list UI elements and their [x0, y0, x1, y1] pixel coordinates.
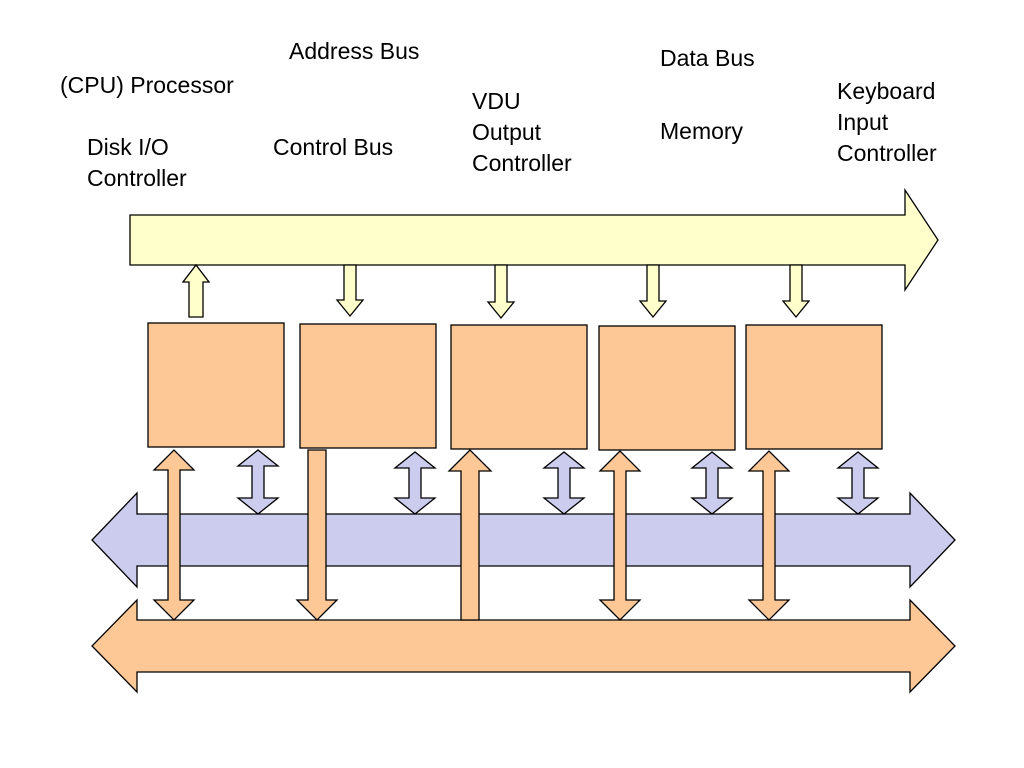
keyboard-label: Keyboard Input Controller — [837, 78, 937, 166]
cpu-box — [147, 322, 285, 448]
address-arrow-up-cpu — [181, 263, 211, 318]
data-arrow-memory — [598, 450, 642, 621]
address-arrow-down-disk — [335, 264, 365, 318]
data-bus-label: Data Bus — [660, 45, 755, 71]
control-arrow-keyboard — [836, 451, 880, 515]
vdu-box — [450, 324, 588, 450]
address-arrow-down-memory — [638, 264, 668, 319]
control-arrow-memory — [690, 451, 734, 515]
control-arrow-cpu — [236, 449, 280, 515]
cpu-label: (CPU) Processor — [60, 72, 234, 98]
data-arrow-disk — [295, 449, 339, 621]
address-bus-arrow — [129, 187, 939, 293]
address-arrow-down-keyboard — [781, 264, 811, 319]
control-bus-label: Control Bus — [273, 134, 394, 160]
data-arrow-cpu — [152, 449, 196, 621]
data-arrow-vdu — [447, 449, 493, 621]
control-arrow-vdu — [542, 451, 586, 515]
control-bus-arrow — [91, 491, 956, 589]
disk-io-label: Disk I/O Controller — [87, 134, 187, 191]
memory-label: Memory — [660, 118, 744, 144]
disk-io-box — [299, 323, 437, 449]
memory-box — [598, 325, 736, 451]
data-arrow-keyboard — [747, 450, 791, 621]
control-arrow-disk — [393, 451, 437, 515]
keyboard-box — [745, 324, 883, 450]
address-arrow-down-vdu — [486, 264, 516, 320]
vdu-label: VDU Output Controller — [472, 88, 572, 176]
data-bus-arrow — [91, 598, 956, 694]
address-bus-label: Address Bus — [289, 38, 420, 64]
